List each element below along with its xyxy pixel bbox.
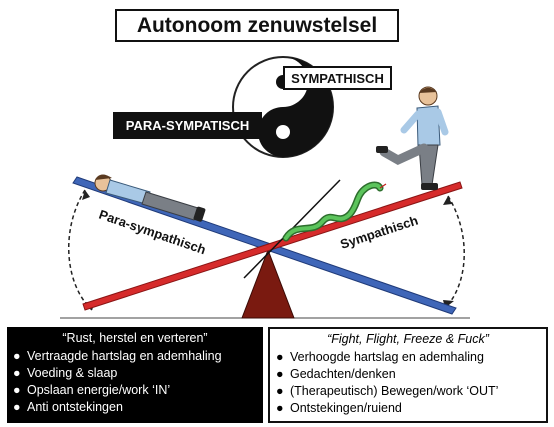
list-item: ●Anti ontstekingen — [13, 400, 123, 414]
sympathetic-panel: “Fight, Flight, Freeze & Fuck” ●Verhoogd… — [268, 327, 548, 423]
list-item: ●Vertraagde hartslag en ademhaling — [13, 349, 222, 363]
sympathetic-list: ●Verhoogde hartslag en ademhaling ●Gedac… — [276, 349, 540, 417]
parasympathetic-list: ●Vertraagde hartslag en ademhaling ●Voed… — [13, 348, 257, 416]
page-title: Autonoom zenuwstelsel — [115, 9, 399, 42]
list-item: ●(Therapeutisch) Bewegen/work ‘OUT’ — [276, 384, 499, 398]
list-item: ●Opslaan energie/work ‘IN’ — [13, 383, 171, 397]
list-item: ●Ontstekingen/ruiend — [276, 401, 402, 415]
parasympathetic-panel-heading: “Rust, herstel en verteren” — [62, 331, 208, 345]
list-item: ●Voeding & slaap — [13, 366, 118, 380]
right-arc-arrow-top — [443, 196, 452, 205]
sympathetic-panel-heading: “Fight, Flight, Freeze & Fuck” — [327, 332, 489, 346]
parasympatisch-label: PARA-SYMPATISCH — [113, 112, 262, 139]
list-item: ●Verhoogde hartslag en ademhaling — [276, 350, 484, 364]
sympathetic-beam — [82, 181, 463, 311]
right-dashed-arc — [444, 195, 465, 309]
left-dashed-arc — [68, 189, 93, 311]
fulcrum — [241, 248, 295, 319]
parasympathetic-panel: “Rust, herstel en verteren” ●Vertraagde … — [7, 327, 263, 423]
left-arc-arrow-top — [82, 190, 90, 200]
sympathisch-label: SYMPATHISCH — [283, 66, 392, 90]
resting-man-figure — [94, 174, 206, 222]
list-item: ●Gedachten/denken — [276, 367, 396, 381]
snake-figure — [282, 181, 387, 242]
running-man-figure — [376, 86, 449, 190]
